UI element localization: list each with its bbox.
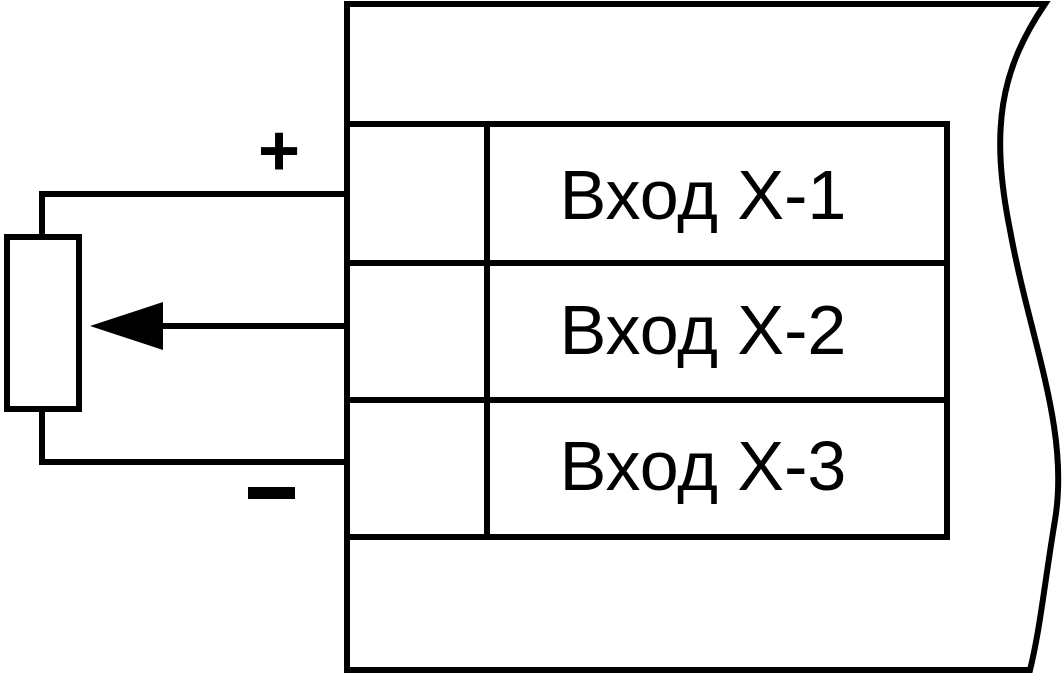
device-housing bbox=[344, 1, 1062, 673]
potentiometer bbox=[4, 191, 347, 465]
terminal-label-x1: Вход Х-1 bbox=[560, 156, 847, 234]
wire-minus bbox=[39, 409, 347, 465]
potentiometer-body bbox=[4, 234, 82, 412]
terminal-label-x2: Вход Х-2 bbox=[560, 291, 847, 369]
minus-sign bbox=[248, 487, 295, 499]
plus-sign: + bbox=[258, 111, 300, 191]
wire-plus bbox=[39, 191, 347, 237]
wiper-arrow-icon bbox=[90, 302, 163, 350]
terminal-block-outline bbox=[344, 121, 950, 540]
terminal-block: Вход Х-1 Вход Х-2 Вход Х-3 bbox=[344, 121, 950, 540]
terminal-label-x3: Вход Х-3 bbox=[560, 427, 847, 505]
